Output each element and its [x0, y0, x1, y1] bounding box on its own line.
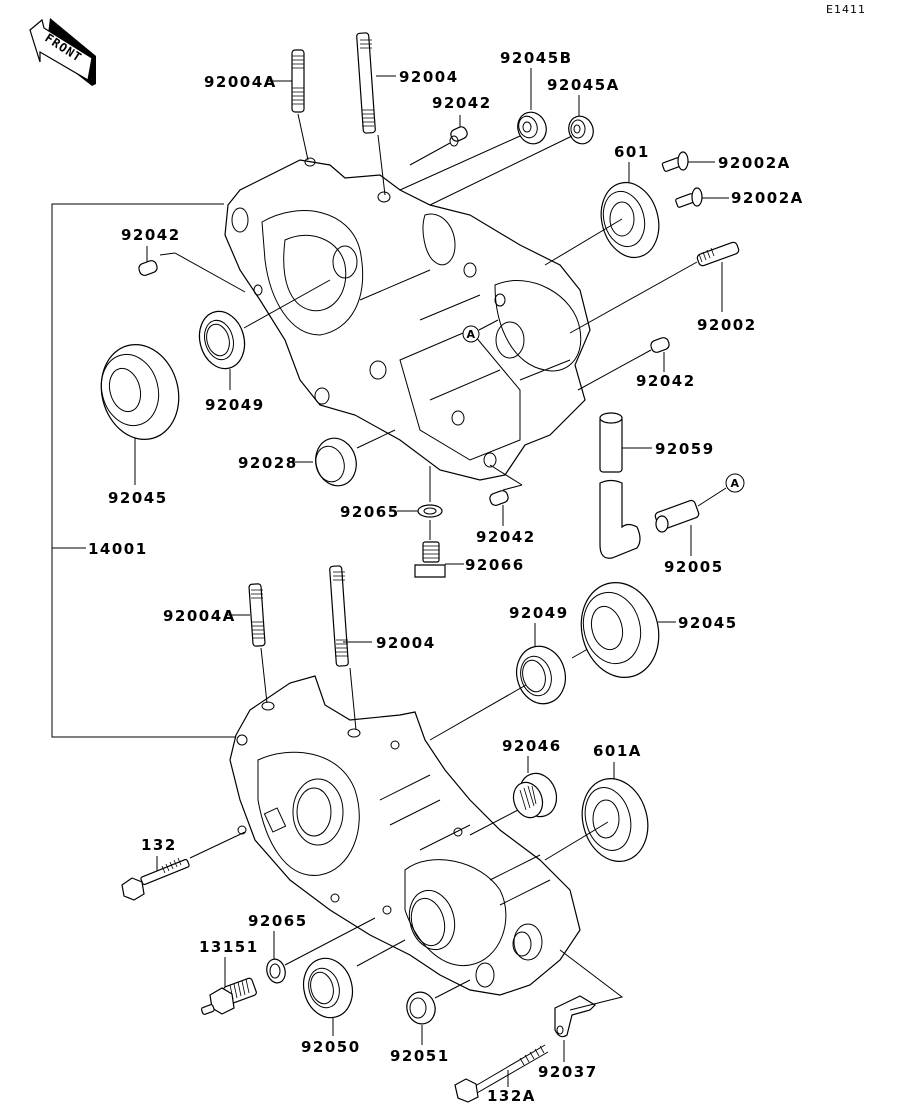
figure-code: E1411 — [826, 3, 866, 16]
hose-fitting-92005 — [654, 487, 727, 556]
reference-marker-a-fitting: A — [725, 473, 745, 493]
seal-92049-upper — [198, 279, 331, 390]
bracket-92037 — [554, 949, 624, 1062]
needle-bearing-92046 — [469, 756, 558, 836]
label-92005: 92005 — [664, 558, 724, 576]
stud-92004a-lower — [227, 583, 268, 704]
label-92051: 92051 — [390, 1047, 450, 1065]
label-92002: 92002 — [697, 316, 757, 334]
bearing-601a — [544, 762, 649, 863]
drain-plug-92066 — [414, 541, 464, 578]
dowel-92042-right — [577, 337, 670, 391]
label-92042-left: 92042 — [121, 226, 181, 244]
label-601: 601 — [614, 143, 650, 161]
label-92066: 92066 — [465, 556, 525, 574]
stud-92004a-upper — [268, 49, 309, 161]
label-92046: 92046 — [502, 737, 562, 755]
label-92004-upper: 92004 — [399, 68, 459, 86]
label-92042-top: 92042 — [432, 94, 492, 112]
label-601a: 601A — [593, 742, 642, 760]
label-92004-lower: 92004 — [376, 634, 436, 652]
label-92028: 92028 — [238, 454, 298, 472]
label-13151: 13151 — [199, 938, 259, 956]
washer-92065-lower — [266, 917, 376, 984]
label-92045b: 92045B — [500, 49, 573, 67]
front-arrow-icon: FRONT — [29, 18, 96, 86]
fitting-92002 — [569, 241, 740, 334]
label-92004a-upper: 92004A — [204, 73, 277, 91]
seal-92049-lower — [429, 623, 601, 741]
lower-crankcase — [229, 675, 581, 996]
bearing-92045a — [429, 95, 594, 206]
stud-92004-upper — [356, 32, 396, 196]
label-92065-lower: 92065 — [248, 912, 308, 930]
washer-92065-upper — [397, 466, 443, 540]
label-92045-lower: 92045 — [678, 614, 738, 632]
label-92002a-1: 92002A — [718, 154, 791, 172]
label-92042-lower: 92042 — [476, 528, 536, 546]
hose-92059 — [599, 412, 652, 559]
svg-text:A: A — [731, 477, 740, 490]
svg-text:A: A — [467, 328, 476, 341]
switch-13151 — [200, 957, 257, 1015]
bolt-132 — [121, 831, 246, 901]
assembly-bracket — [51, 203, 235, 738]
upper-crankcase — [224, 157, 591, 481]
dowel-92042-top — [409, 115, 468, 166]
label-92045a: 92045A — [547, 76, 620, 94]
label-14001: 14001 — [88, 540, 148, 558]
bolt-132a — [454, 1044, 549, 1103]
bearing-92045b — [399, 68, 547, 191]
bolt-92002a-1 — [661, 151, 715, 172]
bearing-92045-lower — [580, 582, 676, 678]
stud-92004-lower — [329, 565, 372, 731]
label-92004a-lower: 92004A — [163, 607, 236, 625]
label-132a: 132A — [487, 1087, 536, 1103]
dowel-92042-left — [138, 246, 246, 293]
label-92065-upper: 92065 — [340, 503, 400, 521]
label-132: 132 — [141, 836, 177, 854]
label-92059: 92059 — [655, 440, 715, 458]
seal-92051 — [406, 979, 471, 1045]
label-92049-lower: 92049 — [509, 604, 569, 622]
reference-marker-a: A — [462, 319, 499, 343]
bolt-92002a-2 — [675, 187, 729, 208]
label-92045-left: 92045 — [108, 489, 168, 507]
bearing-92045-left — [100, 344, 180, 485]
seal-92050 — [302, 939, 406, 1036]
label-92002a-2: 92002A — [731, 189, 804, 207]
label-92050: 92050 — [301, 1038, 361, 1056]
label-92042-right: 92042 — [636, 372, 696, 390]
dowel-92042-lower — [489, 464, 523, 526]
collar-92028 — [291, 429, 396, 487]
label-92049-upper: 92049 — [205, 396, 265, 414]
label-92037: 92037 — [538, 1063, 598, 1081]
bearing-601 — [544, 162, 660, 266]
